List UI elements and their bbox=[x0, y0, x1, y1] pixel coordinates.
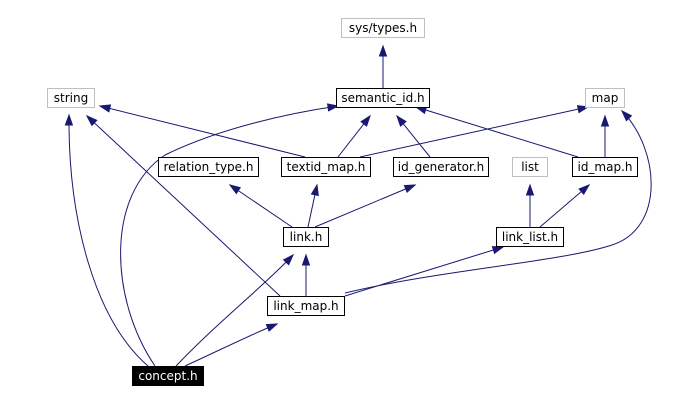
arrowhead bbox=[301, 253, 311, 266]
edge-line bbox=[344, 246, 504, 297]
node-semantic-id-h[interactable]: semantic_id.h bbox=[336, 88, 430, 108]
arrowhead bbox=[403, 184, 417, 193]
edge-line bbox=[359, 106, 589, 158]
edge-link-map-to-map bbox=[344, 109, 652, 294]
edge-line bbox=[415, 106, 579, 158]
edge-concept-to-link-map bbox=[184, 323, 279, 367]
edge-link-to-textid-map bbox=[307, 183, 319, 228]
node-id-map-h[interactable]: id_map.h bbox=[572, 157, 638, 177]
arrowhead bbox=[378, 44, 388, 57]
edge-link-list-to-id-map bbox=[539, 184, 591, 228]
edge-link-list-to-list bbox=[525, 183, 535, 227]
arrowhead bbox=[491, 246, 505, 255]
arrowhead bbox=[620, 109, 633, 122]
arrowhead bbox=[578, 184, 591, 196]
arrowhead bbox=[282, 253, 295, 266]
arrowhead bbox=[310, 183, 319, 197]
edge-link-to-relation-type bbox=[228, 184, 293, 228]
edge-id-map-to-map bbox=[600, 114, 610, 157]
node-link-map-h[interactable]: link_map.h bbox=[267, 296, 345, 316]
node-list[interactable]: list bbox=[512, 157, 548, 177]
edge-line bbox=[184, 323, 278, 367]
edge-line bbox=[229, 184, 293, 228]
node-link-h[interactable]: link.h bbox=[283, 227, 329, 247]
arrowhead bbox=[98, 104, 112, 113]
arrowhead bbox=[228, 184, 242, 195]
arrowhead bbox=[600, 114, 610, 127]
node-id-generator-h[interactable]: id_generator.h bbox=[393, 157, 489, 177]
arrowhead bbox=[64, 113, 74, 126]
edge-id-generator-to-semantic-id bbox=[396, 114, 431, 158]
edge-link-to-id-generator bbox=[314, 184, 417, 228]
arrowhead bbox=[396, 114, 407, 127]
edge-link-map-to-string bbox=[85, 114, 281, 297]
edge-semantic-id-to-sys-types bbox=[378, 44, 388, 88]
node-relation-type-h[interactable]: relation_type.h bbox=[158, 157, 259, 177]
node-map[interactable]: map bbox=[585, 88, 625, 108]
edge-link-map-to-link bbox=[301, 253, 311, 296]
edge-concept-to-link bbox=[175, 253, 295, 367]
edge-concept-to-string bbox=[64, 113, 149, 367]
node-concept-h[interactable]: concept.h bbox=[132, 366, 204, 386]
arrowhead bbox=[85, 114, 98, 127]
arrowhead bbox=[525, 183, 535, 196]
node-link-list-h[interactable]: link_list.h bbox=[496, 227, 564, 247]
edge-link-map-to-link-list bbox=[344, 246, 505, 297]
edge-textid-map-to-semantic-id bbox=[337, 114, 371, 158]
edge-line bbox=[86, 115, 281, 297]
node-sys-types-h[interactable]: sys/types.h bbox=[341, 18, 425, 38]
arrowhead bbox=[360, 114, 371, 127]
edge-textid-map-to-string bbox=[98, 104, 306, 158]
arrowhead bbox=[265, 323, 279, 332]
arrowhead bbox=[327, 103, 340, 112]
edge-line bbox=[314, 184, 416, 228]
edge-line bbox=[68, 114, 149, 367]
node-textid-map-h[interactable]: textid_map.h bbox=[281, 157, 371, 177]
edge-line bbox=[539, 184, 590, 228]
edge-line bbox=[175, 254, 294, 367]
edge-line bbox=[99, 105, 306, 158]
edge-line bbox=[344, 110, 652, 294]
node-string[interactable]: string bbox=[47, 88, 95, 108]
